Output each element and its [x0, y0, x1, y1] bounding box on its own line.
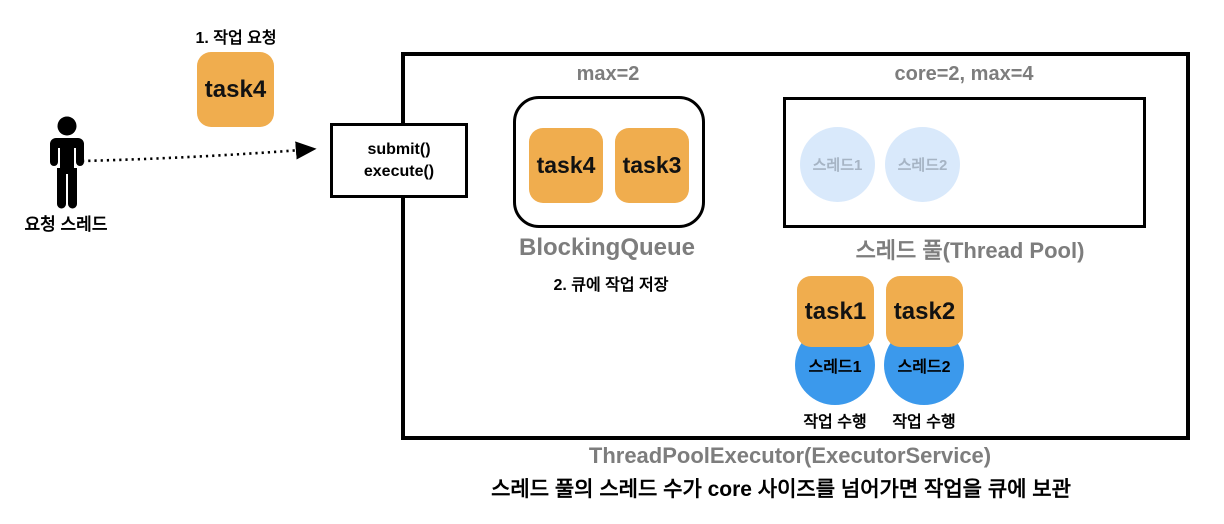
running-task-box: task1: [797, 276, 874, 347]
person-icon: [50, 116, 84, 209]
step1-label: 1. 작업 요청: [195, 30, 277, 47]
pool-title: 스레드 풀(Thread Pool): [855, 238, 1085, 263]
running-task-box: task2: [886, 276, 963, 347]
submit-label: submit(): [367, 140, 431, 158]
submit-box: submit() execute(): [330, 123, 468, 198]
worker-status-label: 작업 수행: [803, 414, 867, 431]
idle-thread-circle: 스레드1: [800, 127, 875, 202]
worker-status-label: 작업 수행: [892, 414, 956, 431]
executor-title: ThreadPoolExecutor(ExecutorService): [588, 443, 992, 468]
queue-capacity-label: max=2: [576, 63, 640, 85]
queue-title: BlockingQueue: [518, 234, 696, 261]
execute-label: execute(): [363, 162, 435, 180]
thread-pool-box: 스레드1 스레드2: [783, 97, 1146, 228]
step2-label: 2. 큐에 작업 저장: [553, 277, 669, 294]
request-task-box: task4: [197, 52, 274, 127]
actor-label: 요청 스레드: [24, 215, 108, 234]
executor-container: [401, 52, 1190, 440]
pool-capacity-label: core=2, max=4: [894, 63, 1034, 85]
queued-task-box: task3: [615, 128, 689, 203]
idle-thread-circle: 스레드2: [885, 127, 960, 202]
blocking-queue-box: task4 task3: [513, 96, 705, 228]
queued-task-box: task4: [529, 128, 603, 203]
diagram-caption: 스레드 풀의 스레드 수가 core 사이즈를 넘어가면 작업을 큐에 보관: [491, 478, 1071, 501]
